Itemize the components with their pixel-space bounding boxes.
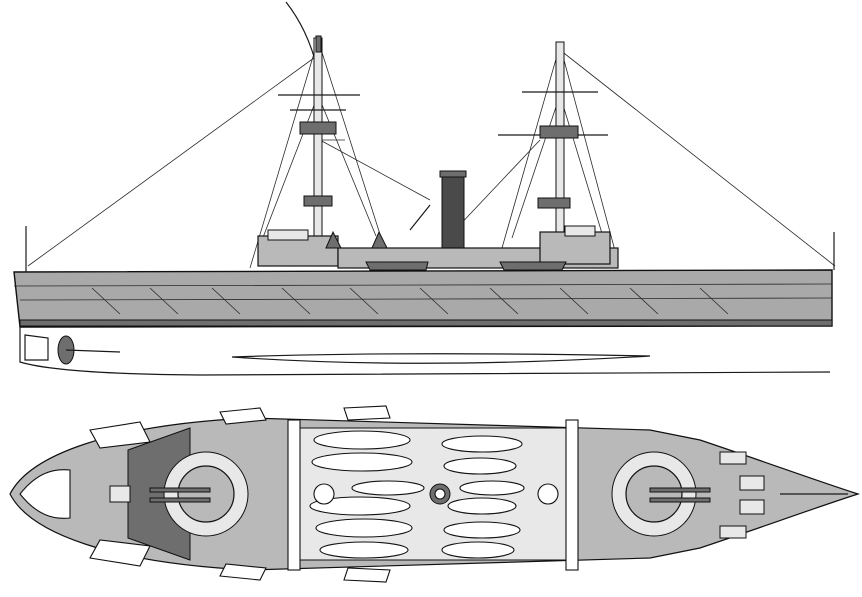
propeller: [24, 334, 121, 365]
fore-barbette-shadow: [127, 427, 191, 561]
superstructure: [257, 204, 619, 271]
bilge-keel: [231, 353, 651, 364]
waterline-band: [19, 319, 833, 327]
deck-plan-view: [9, 405, 860, 583]
fore-bridge: [287, 419, 301, 571]
aft-bridge: [565, 419, 579, 571]
fore-mast-top: [313, 483, 335, 505]
fore-turret: [149, 451, 249, 537]
sponsons: [89, 405, 391, 583]
funnel: [439, 170, 467, 254]
aft-turret: [611, 451, 711, 537]
side-profile-view: [13, 1, 836, 376]
main-mast-top: [537, 483, 559, 505]
stern-fittings: [19, 469, 131, 519]
fore-mast: [278, 35, 360, 267]
boats: [309, 430, 525, 559]
bow-fittings: [719, 451, 848, 539]
rigging: [27, 1, 836, 269]
underwater-outline: [19, 327, 831, 376]
hull-shading: [91, 287, 729, 315]
